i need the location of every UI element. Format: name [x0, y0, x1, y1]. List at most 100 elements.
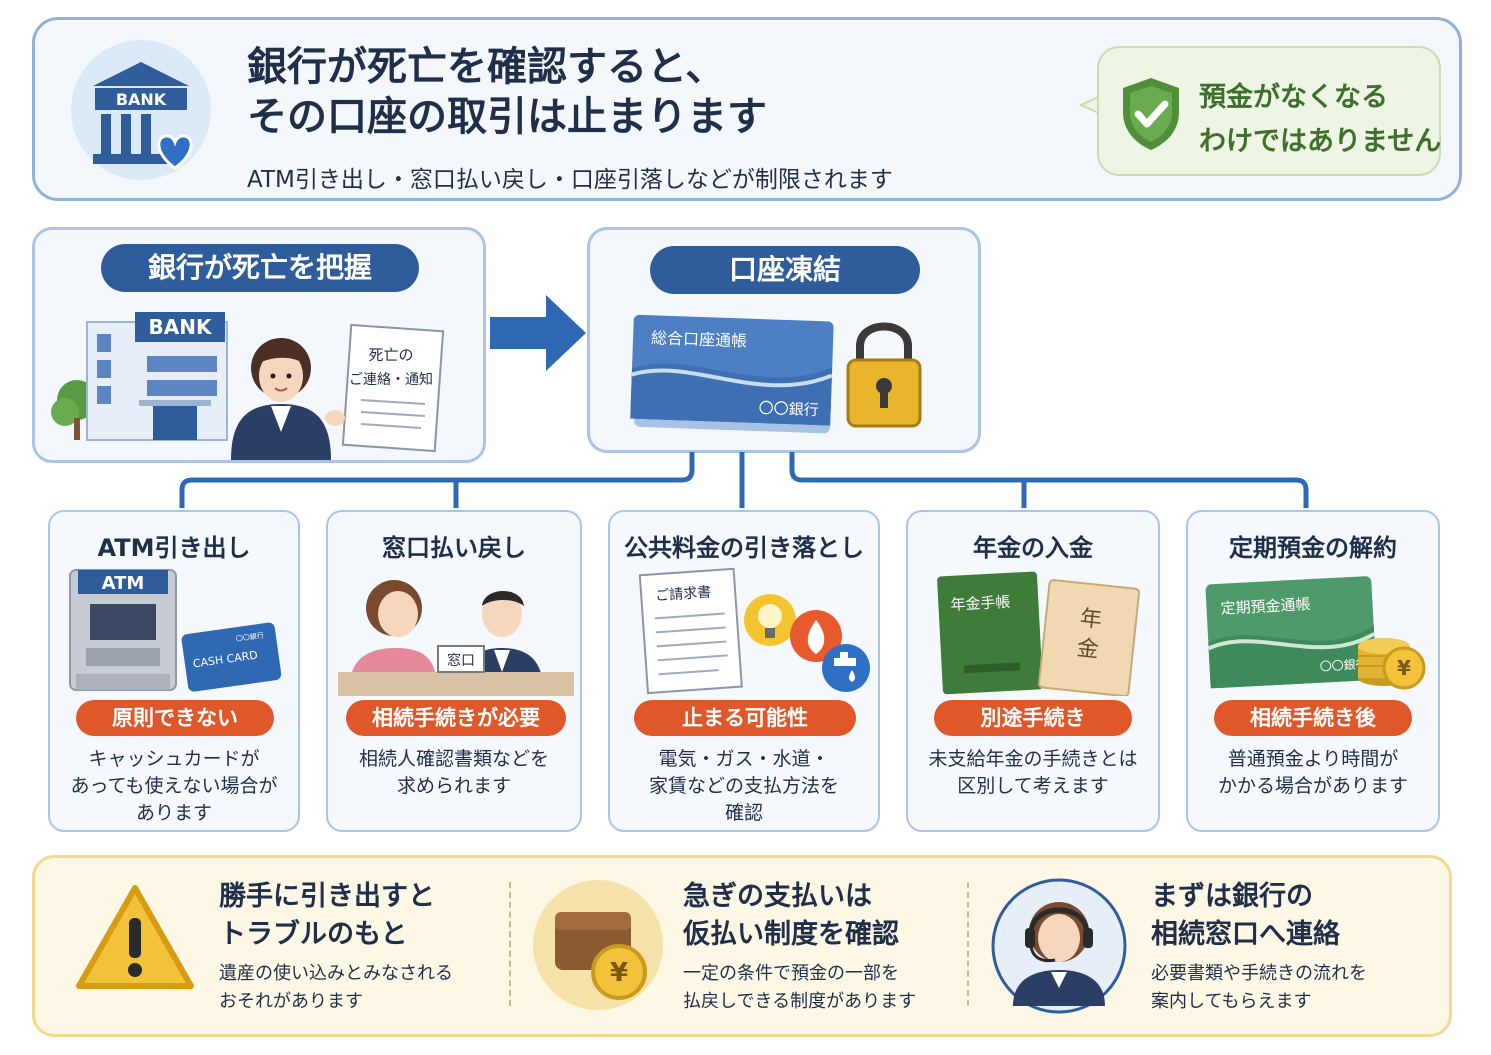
step-label: 銀行が死亡を把握 — [101, 244, 419, 292]
time-deposit-passbook-icon: 定期預金通帳 〇〇銀行 — [1205, 576, 1377, 689]
bank-sign: BANK — [149, 315, 213, 339]
cash-card-icon: 〇〇銀行 CASH CARD — [181, 622, 282, 692]
tip-title-line: 急ぎの支払いは — [683, 881, 872, 912]
time-deposit-illustration: 定期預金通帳 〇〇銀行 ¥ — [1205, 576, 1426, 690]
bubble-line-1: 預金がなくなる — [1199, 82, 1388, 113]
tip-desc-line: おそれがあります — [219, 991, 363, 1012]
tip-title-line: 相続窓口へ連絡 — [1151, 919, 1340, 950]
tip-title: まずは銀行の 相続窓口へ連絡 — [1151, 878, 1340, 954]
utilities-illustration: ご請求書 — [638, 567, 870, 695]
notice-line-1: 死亡の — [368, 346, 413, 364]
lock-icon — [846, 322, 922, 428]
step-account-frozen: 口座凍結 総合口座通帳 〇〇銀行 — [587, 227, 981, 453]
tip-desc-line: 払戻しできる制度があります — [683, 991, 917, 1012]
desc-line: 普通預金より時間が — [1227, 748, 1399, 770]
card-title: ATM引き出し — [97, 534, 251, 562]
pension-book-title: 年金手帳 — [950, 593, 1011, 614]
branch-connectors — [179, 452, 1309, 508]
bill-document-icon: ご請求書 — [638, 567, 743, 695]
status-badge: 原則できない — [76, 700, 274, 736]
bank-building-icon: BANK — [86, 312, 228, 441]
flow-arrow-icon — [490, 295, 586, 371]
service-card-pension: 年金の入金 年金手帳 年 金 別途手続き 未支給年金の手続きとは 区別して考えま… — [906, 510, 1160, 832]
tip-title: 勝手に引き出すと トラブルのもと — [219, 878, 435, 954]
frozen-passbook-illustration: 総合口座通帳 〇〇銀行 — [630, 314, 922, 434]
water-tap-icon — [822, 644, 870, 692]
reassurance-bubble: 預金がなくなる わけではありません — [1097, 46, 1441, 176]
card-description: 普通預金より時間が かかる場合があります — [1194, 746, 1432, 800]
desc-line: かかる場合があります — [1217, 775, 1408, 797]
status-badge: 止まる可能性 — [634, 700, 856, 736]
death-notice-document: 死亡の ご連絡・通知 — [341, 323, 445, 453]
desc-line: 区別して考えます — [957, 775, 1109, 797]
tip-description: 必要書類や手続きの流れを 案内してもらえます — [1151, 960, 1367, 1016]
counter-sign-text: 窓口 — [447, 652, 475, 669]
tip-title: 急ぎの支払いは 仮払い制度を確認 — [683, 878, 899, 954]
bubble-text: 預金がなくなる わけではありません — [1199, 76, 1441, 164]
divider — [967, 882, 969, 1006]
tip-title-line: トラブルのもと — [219, 919, 408, 950]
pension-certificate-icon: 年 金 — [1037, 579, 1140, 696]
service-card-utilities: 公共料金の引き落とし ご請求書 止まる可能性 電気・ガス・水道・ — [608, 510, 880, 832]
tip-desc-line: 必要書類や手続きの流れを — [1151, 963, 1367, 984]
tip-title-line: 勝手に引き出すと — [219, 881, 435, 912]
counter-illustration: 窓口 — [338, 580, 574, 696]
card-bank: 〇〇銀行 — [235, 630, 264, 643]
wallet-yen-icon: ¥ — [533, 880, 663, 1010]
desc-line: キャッシュカードが — [88, 748, 260, 770]
operator-icon — [991, 878, 1127, 1014]
card-title: 年金の入金 — [973, 534, 1093, 562]
tip-desc-line: 案内してもらえます — [1151, 991, 1312, 1012]
tip-title-line: 仮払い制度を確認 — [683, 919, 899, 950]
notice-line-2: ご連絡・通知 — [349, 371, 433, 388]
pension-book-icon: 年金手帳 — [937, 571, 1043, 695]
atm-icon: ATM — [69, 569, 177, 691]
card-description: 電気・ガス・水道・ 家賃などの支払方法を 確認 — [616, 746, 872, 827]
bank-heart-icon: BANK — [71, 40, 211, 180]
certificate-char-2: 金 — [1076, 636, 1101, 663]
tip-description: 遺産の使い込みとみなされる おそれがあります — [219, 960, 453, 1016]
card-description: キャッシュカードが あっても使えない場合が あります — [56, 746, 292, 827]
tip-desc-line: 一定の条件で預金の一部を — [683, 963, 899, 984]
page-title: 銀行が死亡を確認すると、 その口座の取引は止まります — [247, 42, 767, 142]
desc-line: 確認 — [724, 802, 763, 824]
yen-symbol: ¥ — [1397, 656, 1411, 680]
card-title: 定期預金の解約 — [1229, 534, 1397, 562]
coin-stack-icon: ¥ — [1358, 638, 1426, 690]
wallet-yen-symbol: ¥ — [610, 958, 628, 988]
card-title: 公共料金の引き落とし — [624, 534, 864, 562]
atm-sign: ATM — [102, 573, 145, 594]
page-subtitle: ATM引き出し・窓口払い戻し・口座引落しなどが制限されます — [247, 167, 893, 193]
bank-staff-icon — [231, 338, 331, 460]
bank-label: BANK — [116, 90, 167, 109]
deposit-bank: 〇〇銀行 — [1319, 657, 1368, 673]
desc-line: あっても使えない場合が — [70, 775, 278, 797]
bank-staff-illustration: BANK 死亡の ご連絡・通知 — [51, 312, 445, 460]
desc-line: 相続人確認書類などを — [358, 748, 549, 770]
desc-line: 求められます — [396, 775, 511, 797]
certificate-char-1: 年 — [1079, 606, 1104, 633]
tip-desc-line: 遺産の使い込みとみなされる — [219, 963, 453, 984]
service-card-time-deposit: 定期預金の解約 定期預金通帳 〇〇銀行 ¥ 相続手続き後 普通預金より時間が か… — [1186, 510, 1440, 832]
passbook-bank: 〇〇銀行 — [758, 399, 819, 419]
card-description: 未支給年金の手続きとは 区別して考えます — [914, 746, 1152, 800]
divider — [509, 882, 511, 1006]
passbook-icon: 総合口座通帳 〇〇銀行 — [630, 314, 834, 434]
desc-line: 未支給年金の手続きとは — [928, 748, 1138, 770]
pension-illustration: 年金手帳 年 金 — [937, 571, 1140, 696]
tip-title-line: まずは銀行の — [1151, 881, 1313, 912]
service-card-atm: ATM引き出し ATM 〇〇銀行 CASH CARD 原則できない キャッシュカ… — [48, 510, 300, 832]
tips-panel: 勝手に引き出すと トラブルのもと 遺産の使い込みとみなされる おそれがあります … — [32, 855, 1452, 1037]
desc-line: 電気・ガス・水道・ — [658, 748, 830, 770]
bubble-line-2: わけではありません — [1199, 126, 1442, 157]
warning-icon — [76, 885, 194, 989]
step-label: 口座凍結 — [650, 246, 920, 294]
card-description: 相続人確認書類などを 求められます — [334, 746, 574, 800]
desc-line: あります — [135, 802, 212, 824]
electricity-icon — [744, 594, 796, 646]
service-card-counter: 窓口払い戻し 窓口 相続手続きが必要 相続人確認書類などを 求められます — [326, 510, 582, 832]
title-line-1: 銀行が死亡を確認すると、 — [247, 44, 726, 90]
status-badge: 相続手続きが必要 — [346, 700, 566, 736]
status-badge: 相続手続き後 — [1214, 700, 1412, 736]
card-title: 窓口払い戻し — [382, 534, 526, 562]
